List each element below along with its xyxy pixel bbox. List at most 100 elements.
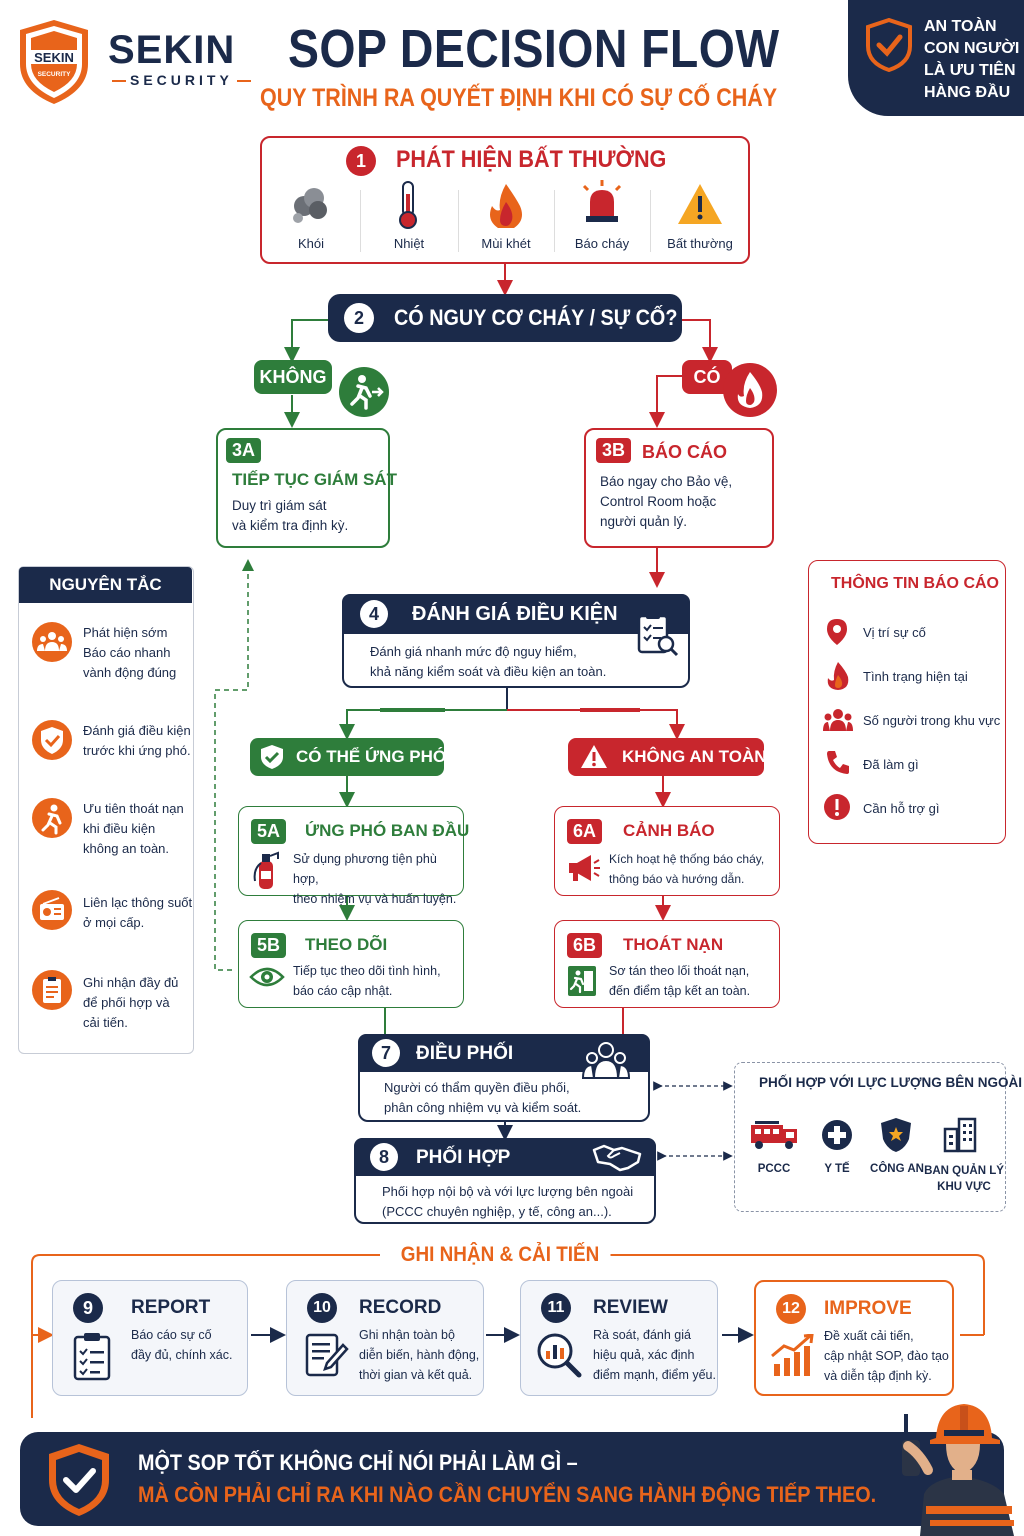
step-number: 1 — [346, 146, 376, 176]
branch-no-pill: KHÔNG — [254, 360, 332, 394]
check-shield-icon — [32, 720, 72, 760]
step-title: RECORD — [359, 1297, 442, 1318]
step-number: 10 — [307, 1293, 337, 1323]
alarm-icon — [582, 180, 622, 222]
report-info-item: Số người trong khu vực — [863, 713, 1001, 728]
detect-label: Mùi khét — [481, 236, 531, 251]
firefighter-illustration — [902, 1404, 1014, 1536]
page-subtitle: QUY TRÌNH RA QUYẾT ĐỊNH KHI CÓ SỰ CỐ CHÁ… — [260, 84, 778, 112]
check-shield-icon — [49, 1444, 109, 1516]
sekin-logo-shield: SEKIN SECURITY — [20, 20, 88, 104]
detect-label: Nhiệt — [393, 236, 425, 251]
detect-label: Khói — [297, 236, 325, 251]
step-title: ỨNG PHÓ BAN ĐẦU — [305, 821, 470, 840]
step-desc: Sử dụng phương tiện phù hợp,theo nhiệm v… — [293, 852, 457, 906]
panel-title: THÔNG TIN BÁO CÁO — [831, 575, 999, 592]
external-label: CÔNG AN — [870, 1163, 924, 1175]
detect-label: Báo cháy — [574, 236, 630, 251]
report-info-item: Đã làm gì — [863, 757, 919, 772]
fire-icon — [490, 184, 522, 228]
footer-line2: MÀ CÒN PHẢI CHỈ RA KHI NÀO CẦN CHUYỂN SA… — [138, 1482, 877, 1507]
external-forces-panel: PHỐI HỢP VỚI LỰC LƯỢNG BÊN NGOÀI PCCC Y … — [734, 1062, 1022, 1212]
step-title: PHÁT HIỆN BẤT THƯỜNG — [396, 146, 667, 173]
step-tag: 6B — [567, 933, 603, 958]
step-header: 8 PHỐI HỢP — [354, 1138, 656, 1176]
step-desc: Phối hợp nội bộ và với lực lượng bên ngo… — [382, 1184, 634, 1219]
footer-banner: MỘT SOP TỐT KHÔNG CHỈ NÓI PHẢI LÀM GÌ – … — [20, 1432, 1004, 1526]
step-title: ĐIỀU PHỐI — [416, 1043, 514, 1064]
medical-cross-icon — [822, 1120, 852, 1150]
step1-detect-box: 1 PHÁT HIỆN BẤT THƯỜNG Khói Nhiệt Mùi kh… — [260, 136, 750, 264]
step-title: THEO DÕI — [305, 935, 388, 954]
external-label: Y TẾ — [824, 1163, 850, 1175]
step-desc: Tiếp tục theo dõi tình hình,báo cáo cập … — [293, 964, 441, 998]
svg-text:SEKIN: SEKIN — [34, 50, 74, 65]
not-safe-pill: KHÔNG AN TOÀN — [568, 738, 767, 776]
assessment-clipboard-icon — [637, 613, 679, 657]
magnifier-chart-icon — [537, 1333, 582, 1378]
step8-cooperation-box: 8 PHỐI HỢP Phối hợp nội bộ và với lực lư… — [354, 1138, 656, 1224]
step-header: 4 ĐÁNH GIÁ ĐIỀU KIỆN — [342, 594, 690, 634]
step-number: 12 — [776, 1294, 806, 1324]
location-pin-icon — [827, 619, 847, 645]
step-desc: Đánh giá nhanh mức độ nguy hiểm,khả năng… — [370, 644, 607, 679]
handshake-icon — [592, 1144, 642, 1172]
badge-text: AN TOÀN CON NGƯỜI LÀ ƯU TIÊN HÀNG ĐẦU — [924, 18, 1020, 101]
people-icon — [32, 622, 72, 662]
external-label: PCCC — [757, 1163, 791, 1175]
step12-improve-box: 12 IMPROVE Đề xuất cải tiến,cập nhật SOP… — [754, 1280, 954, 1396]
step6a-warning-box: 6A CẢNH BÁO Kích hoạt hệ thống báo cháy,… — [554, 806, 780, 896]
flame-circle-icon — [723, 363, 777, 417]
fire-truck-icon — [751, 1121, 797, 1149]
report-info-item: Cần hỗ trợ gì — [863, 801, 940, 816]
panel-title: PHỐI HỢP VỚI LỰC LƯỢNG BÊN NGOÀI — [759, 1075, 1022, 1090]
check-shield-icon — [261, 745, 283, 769]
step-number: 9 — [73, 1293, 103, 1323]
clipboard-list-icon — [73, 1333, 111, 1381]
step-number: 2 — [344, 303, 374, 333]
step-title: CÓ NGUY CƠ CHÁY / SỰ CỐ? — [394, 305, 678, 330]
step-tag: 5B — [251, 933, 287, 958]
team-icon — [582, 1042, 630, 1079]
step-number: 11 — [541, 1293, 571, 1323]
group-icon — [823, 709, 853, 731]
step-desc: Sơ tán theo lối thoát nạn,đến điểm tập k… — [609, 964, 751, 998]
external-label: BAN QUẢN LÝ KHU VỰC — [924, 1165, 1004, 1193]
brand-sub: SECURITY — [108, 72, 255, 88]
thermometer-icon — [399, 181, 417, 229]
safety-first-badge: AN TOÀN CON NGƯỜI LÀ ƯU TIÊN HÀNG ĐẦU — [848, 0, 1024, 116]
brand-name: SEKIN — [108, 28, 236, 72]
step2-decision-box: 2 CÓ NGUY CƠ CHÁY / SỰ CỐ? — [328, 294, 682, 342]
detect-label: Bất thường — [667, 236, 733, 251]
running-person-icon — [32, 798, 72, 838]
clipboard-icon — [32, 970, 72, 1010]
alert-circle-icon — [824, 794, 850, 820]
step-number: 8 — [370, 1143, 398, 1171]
emergency-exit-icon — [568, 966, 596, 996]
step6b-evacuation-box: 6B THOÁT NẠN Sơ tán theo lối thoát nạn,đ… — [554, 920, 780, 1008]
smoke-icon — [293, 188, 327, 223]
panel-title: NGUYÊN TẮC — [19, 567, 192, 603]
can-respond-pill: CÓ THỂ ỨNG PHÓ — [250, 738, 446, 776]
flame-icon — [827, 662, 849, 690]
page-title: SOP DECISION FLOW — [288, 19, 780, 79]
step-desc: Kích hoạt hệ thống báo cháy,thông báo và… — [609, 852, 765, 886]
radio-icon — [32, 890, 72, 930]
svg-text:SECURITY: SECURITY — [38, 71, 72, 78]
step4-assess-box: 4 ĐÁNH GIÁ ĐIỀU KIỆN Đánh giá nhanh mức … — [342, 594, 690, 688]
step-number: 4 — [360, 600, 388, 628]
step-title: ĐÁNH GIÁ ĐIỀU KIỆN — [412, 603, 618, 625]
